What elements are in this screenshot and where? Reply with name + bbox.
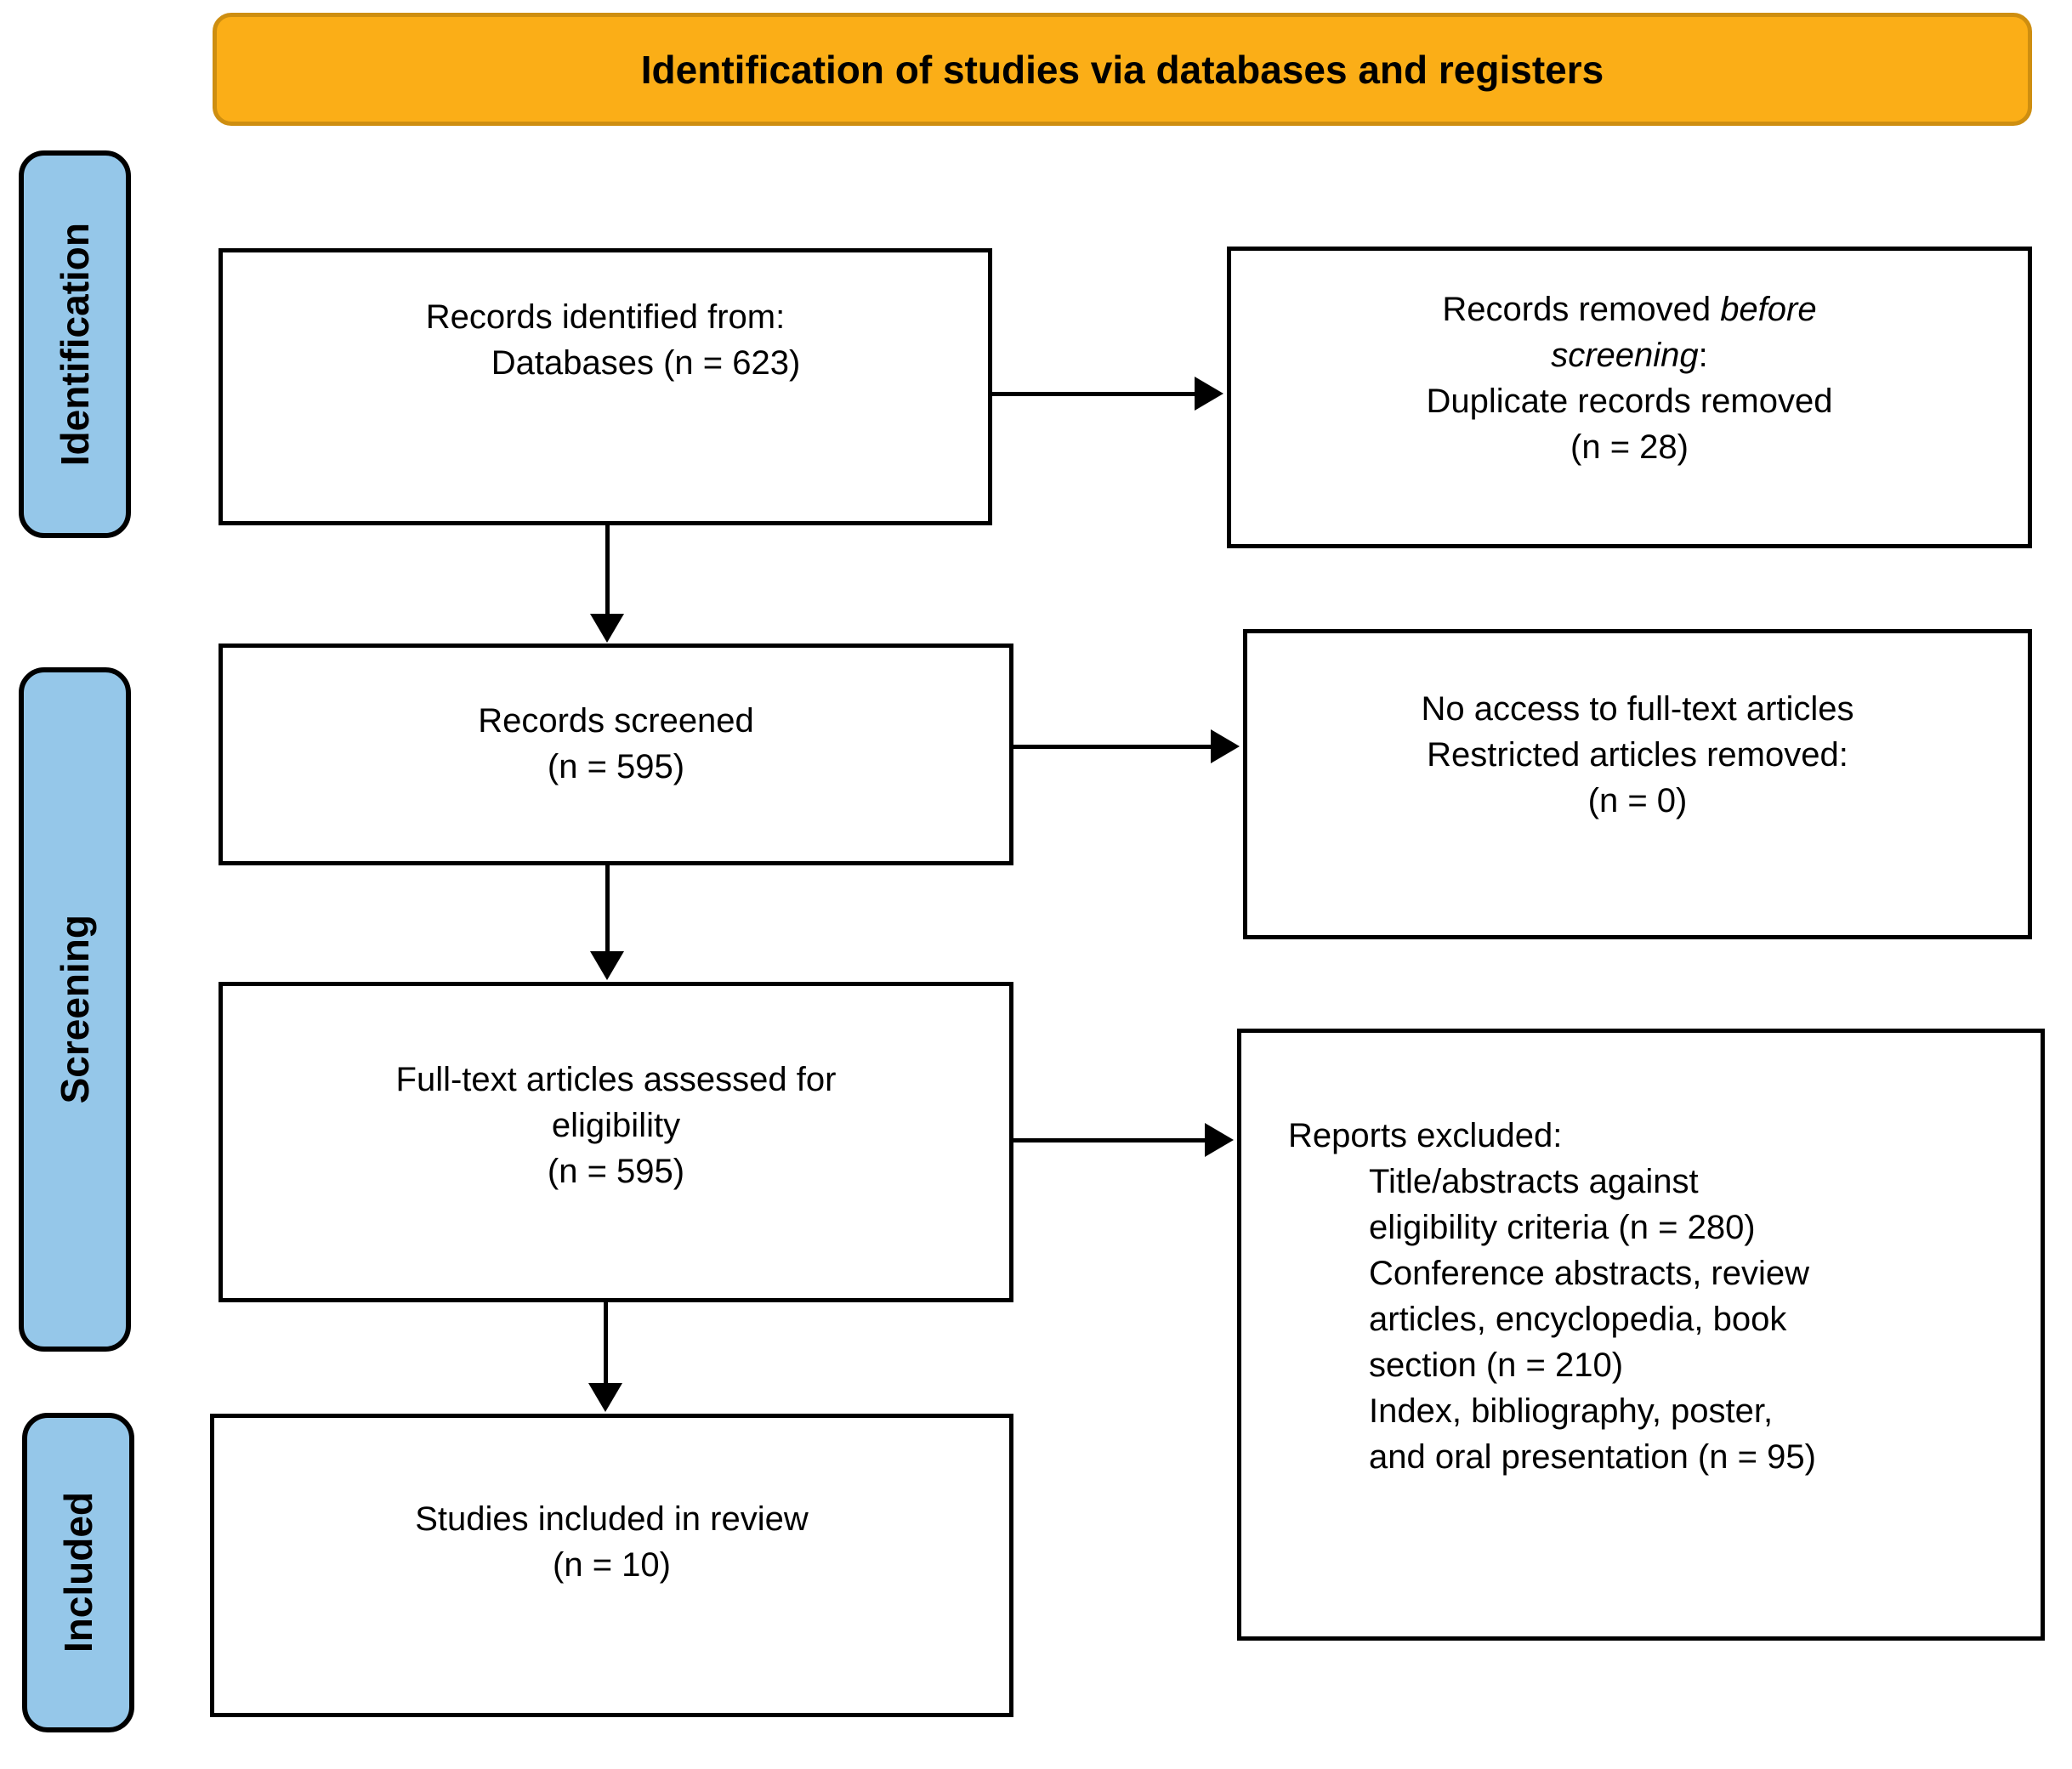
stage-label-included: Included: [22, 1413, 134, 1732]
banner-title-text: Identification of studies via databases …: [640, 47, 1604, 92]
box-records-removed-line2-suffix: :: [1698, 336, 1708, 374]
excluded-item-1-line2: eligibility criteria (n = 280): [1369, 1209, 1756, 1246]
box-records-removed-line2-italic: screening: [1551, 336, 1699, 374]
arrow-line: [1013, 745, 1214, 749]
arrow-down-icon: [590, 614, 624, 643]
box-records-removed-line1: Records removed before: [1442, 286, 1816, 332]
box-records-screened-line2: (n = 595): [547, 747, 685, 785]
box-reports-excluded-header: Reports excluded:: [1288, 1117, 1563, 1154]
excluded-item-2-line3: section (n = 210): [1369, 1347, 1624, 1384]
box-records-removed-line3: Duplicate records removed: [1426, 382, 1833, 420]
stage-label-identification: Identification: [19, 150, 131, 538]
box-records-removed-line1-normal: Records removed: [1442, 290, 1721, 328]
arrow-line: [604, 1302, 608, 1386]
arrow-right-icon: [1211, 729, 1240, 763]
box-no-access-line2: Restricted articles removed:: [1427, 735, 1848, 774]
box-records-screened-line1: Records screened: [478, 701, 754, 740]
excluded-item-1-line1: Title/abstracts against: [1369, 1163, 1699, 1200]
excluded-item-2-line2: articles, encyclopedia, book: [1369, 1301, 1787, 1338]
arrow-line: [992, 392, 1198, 396]
box-records-removed-line2: screening:: [1551, 332, 1708, 378]
box-fulltext-assessed: Full-text articles assessed for eligibil…: [219, 982, 1013, 1302]
box-studies-included-line1: Studies included in review: [415, 1500, 809, 1538]
box-no-access-line1: No access to full-text articles: [1421, 689, 1854, 728]
box-records-screened: Records screened (n = 595): [219, 644, 1013, 865]
banner-title: Identification of studies via databases …: [213, 13, 2032, 126]
stage-label-screening-text: Screening: [53, 915, 97, 1104]
box-reports-excluded: Reports excluded: Title/abstracts agains…: [1237, 1029, 2045, 1641]
arrow-line: [1013, 1138, 1208, 1142]
excluded-item-3-line2: and oral presentation (n = 95): [1369, 1438, 1816, 1476]
box-records-identified: Records identified from: Databases (n = …: [219, 248, 992, 525]
arrow-down-icon: [588, 1383, 622, 1412]
box-records-removed: Records removed before screening: Duplic…: [1227, 247, 2032, 548]
box-no-access: No access to full-text articles Restrict…: [1243, 629, 2032, 939]
box-reports-excluded-items: Title/abstracts against eligibility crit…: [1369, 1159, 2015, 1480]
box-studies-included-line2: (n = 10): [553, 1545, 671, 1584]
excluded-item-2-line1: Conference abstracts, review: [1369, 1255, 1810, 1292]
box-records-removed-line1-italic: before: [1720, 290, 1817, 328]
box-studies-included: Studies included in review (n = 10): [210, 1414, 1013, 1717]
arrow-line: [605, 525, 610, 617]
box-fulltext-assessed-line2: eligibility: [551, 1106, 681, 1144]
stage-label-identification-text: Identification: [53, 222, 97, 467]
box-no-access-line3: (n = 0): [1587, 781, 1688, 819]
box-records-identified-line2: Databases (n = 623): [491, 344, 801, 382]
box-fulltext-assessed-line1: Full-text articles assessed for: [395, 1060, 837, 1098]
arrow-right-icon: [1195, 377, 1223, 411]
arrow-down-icon: [590, 951, 624, 980]
arrow-right-icon: [1205, 1123, 1234, 1157]
stage-label-screening: Screening: [19, 667, 131, 1352]
excluded-item-3-line1: Index, bibliography, poster,: [1369, 1392, 1774, 1430]
box-records-identified-line1: Records identified from:: [425, 298, 786, 336]
stage-label-included-text: Included: [56, 1492, 100, 1653]
arrow-line: [605, 865, 610, 955]
box-records-removed-line4: (n = 28): [1570, 428, 1689, 466]
box-fulltext-assessed-line3: (n = 595): [547, 1152, 685, 1190]
